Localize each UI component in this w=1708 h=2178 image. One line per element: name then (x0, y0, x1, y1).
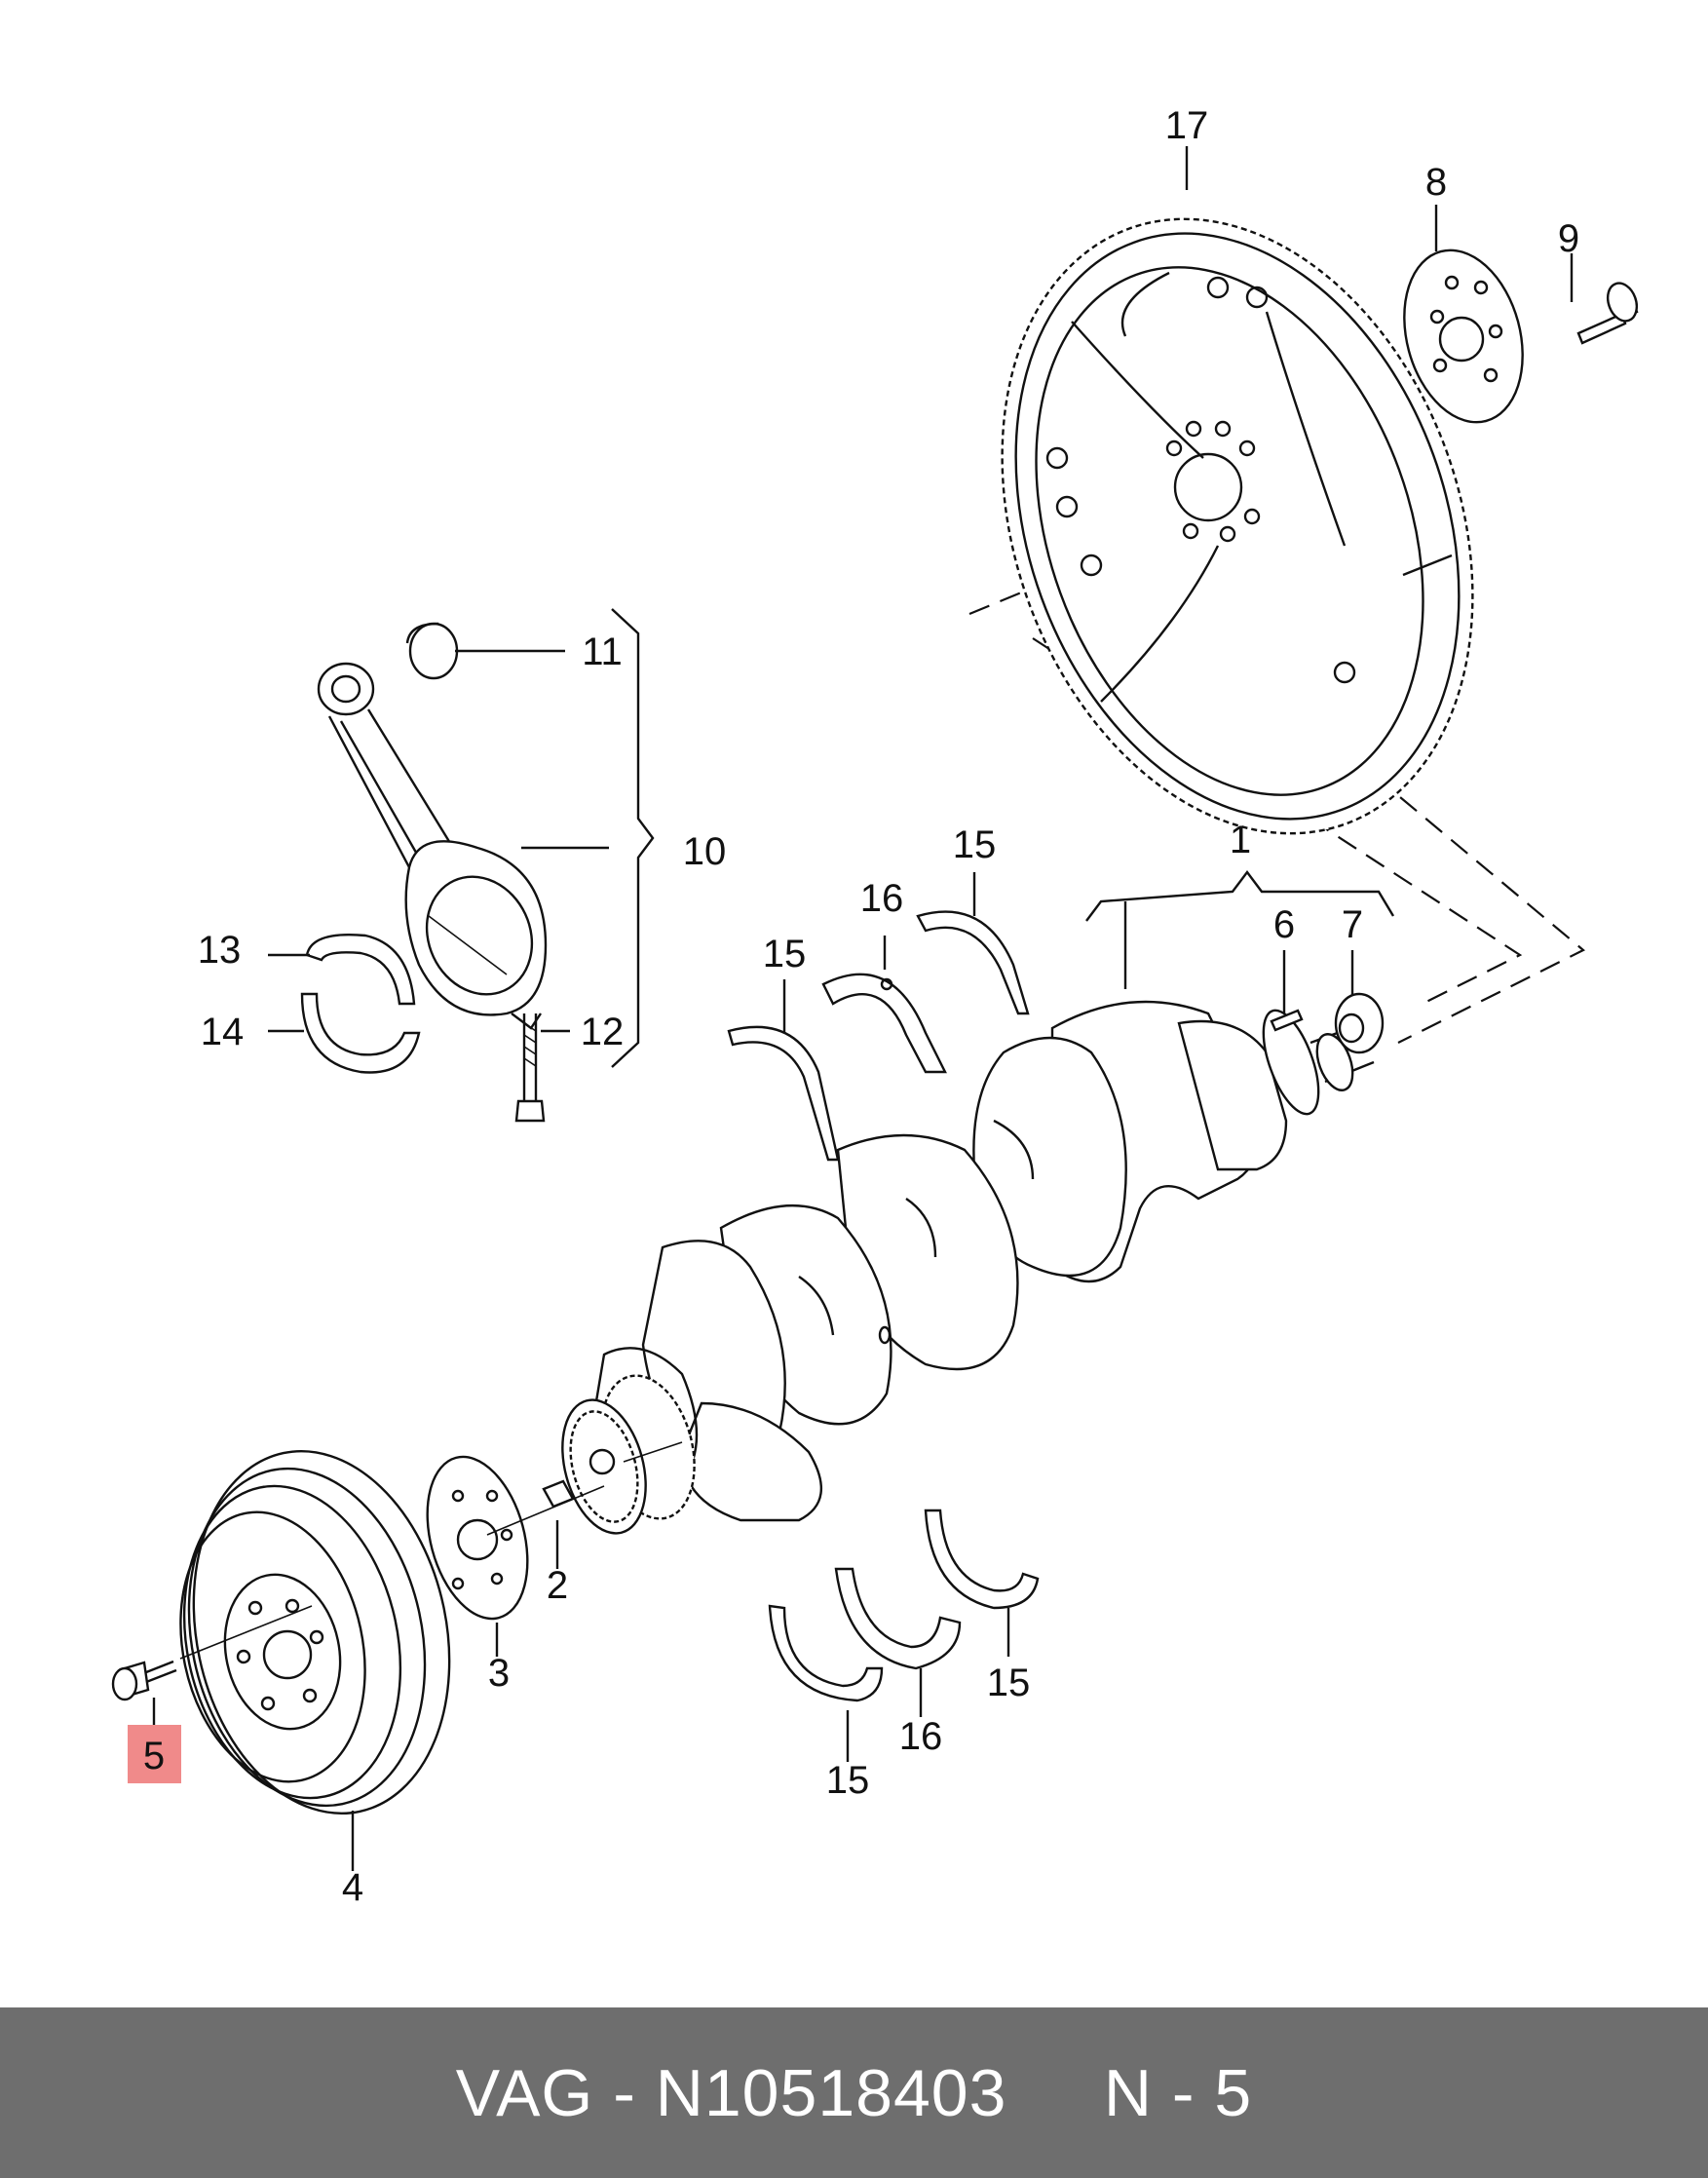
thrust-washer-lower-left (768, 1604, 884, 1702)
callout-16-bottom: 16 (899, 1715, 943, 1758)
callout-16-top: 16 (860, 877, 904, 920)
callout-12: 12 (581, 1011, 625, 1053)
callout-2: 2 (547, 1564, 568, 1607)
callout-11: 11 (582, 630, 623, 673)
callout-17: 17 (1165, 104, 1209, 147)
callout-14: 14 (201, 1011, 245, 1053)
flywheel-ring-gear (1001, 217, 1474, 835)
crankshaft (592, 1000, 1375, 1522)
callout-7: 7 (1342, 903, 1363, 946)
vibration-damper (179, 1449, 451, 1815)
callout-15-bottom-right: 15 (987, 1662, 1031, 1704)
crankshaft-sprocket (561, 1374, 696, 1535)
callout-8: 8 (1425, 161, 1447, 204)
footer-bar: VAG - N10518403 N - 5 (0, 2007, 1708, 2178)
callout-9: 9 (1558, 217, 1579, 260)
callout-6: 6 (1273, 903, 1295, 946)
highlight-box (128, 1725, 181, 1783)
callout-10: 10 (683, 830, 727, 873)
callout-15-bottom-left: 15 (826, 1759, 870, 1802)
callout-13: 13 (198, 929, 242, 972)
callout-5: 5 (143, 1735, 165, 1777)
part-number-text: VAG - N10518403 N - 5 (455, 2055, 1253, 2130)
thrust-washer-lower-right (924, 1509, 1040, 1610)
parts-diagram: 17 8 9 11 10 13 14 12 15 16 15 1 6 7 2 3… (111, 104, 1639, 1909)
dowel-pin (1270, 1009, 1304, 1032)
pulley-bolt (111, 1660, 177, 1701)
callout-15-top-left: 15 (763, 933, 807, 975)
flywheel-bolt (1576, 282, 1639, 345)
callout-3: 3 (488, 1652, 510, 1695)
washer-plate (426, 1455, 529, 1621)
main-bearing-upper (821, 973, 947, 1074)
leader-lines (152, 146, 1574, 1871)
thrust-washer-upper-right (916, 910, 1030, 1015)
conrod-bearing-lower (300, 992, 421, 1074)
spacer-plate (1403, 248, 1524, 424)
conrod-bolt (514, 1013, 546, 1123)
callout-15-top-right: 15 (953, 823, 997, 866)
main-bearing-lower (834, 1567, 962, 1670)
callout-4: 4 (342, 1866, 363, 1909)
thrust-washer-upper-left (727, 1025, 840, 1162)
small-end-bush (405, 622, 459, 680)
conrod-bearing-upper (305, 934, 416, 1006)
connecting-rod (317, 662, 548, 1030)
callout-1: 1 (1230, 819, 1251, 861)
needle-bearing (1334, 992, 1385, 1054)
